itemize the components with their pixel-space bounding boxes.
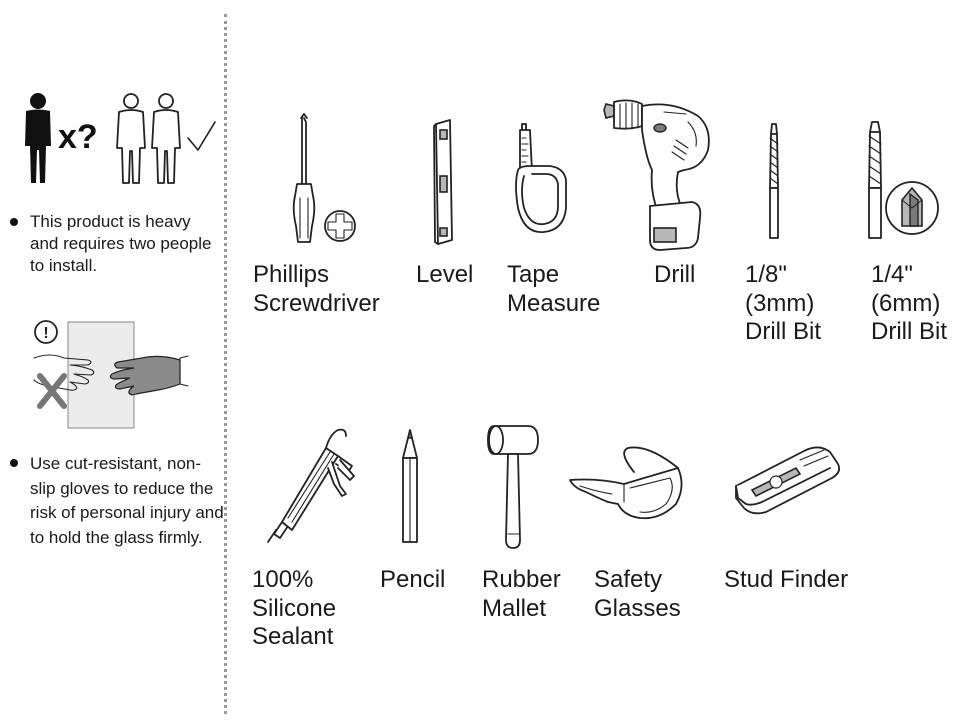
svg-text:!: ! (43, 325, 48, 342)
silicone-sealant-gun-icon (266, 426, 358, 544)
gloves-note-text: Use cut-resistant, non-slip gloves to re… (30, 454, 224, 547)
single-person-icon (25, 93, 51, 183)
two-people-note: This product is heavy and requires two p… (10, 211, 215, 277)
tool-label-drill-bit-6mm: 1/4"(6mm)Drill Bit (871, 261, 947, 345)
drill-bit-6mm-icon (866, 121, 946, 240)
gloved-hand-icon (109, 355, 189, 396)
drill-bit-3mm-icon (766, 123, 782, 240)
bullet-icon (10, 459, 18, 467)
tool-label-stud-finder: Stud Finder (724, 566, 849, 593)
tool-label-level: Level (416, 261, 474, 288)
two-people-note-text: This product is heavy and requires two p… (30, 212, 212, 275)
rubber-mallet-icon (487, 424, 540, 552)
wrong-x-icon (37, 373, 67, 409)
bare-hand-icon (33, 354, 95, 391)
warning-icon: ! (34, 320, 58, 344)
level-icon (430, 119, 460, 246)
two-person-illustration: x? (18, 88, 218, 188)
gloves-note: Use cut-resistant, non-slip gloves to re… (10, 452, 225, 550)
safety-glasses-icon (568, 442, 684, 526)
bullet-icon (10, 218, 18, 226)
drill-icon (602, 99, 716, 252)
stud-finder-icon (734, 442, 842, 516)
pencil-icon (400, 429, 420, 544)
tool-label-pencil: Pencil (380, 566, 446, 593)
tape-measure-icon (512, 123, 572, 238)
gloves-illustration: ! (30, 318, 190, 430)
person-count-text: x? (58, 118, 98, 156)
two-people-icon (116, 93, 181, 184)
tool-label-drill: Drill (654, 261, 696, 288)
column-divider (224, 14, 227, 714)
tool-label-drill-bit-3mm: 1/8"(3mm)Drill Bit (745, 261, 821, 345)
check-mark-icon (187, 121, 216, 151)
phillips-screwdriver-icon (292, 113, 362, 249)
